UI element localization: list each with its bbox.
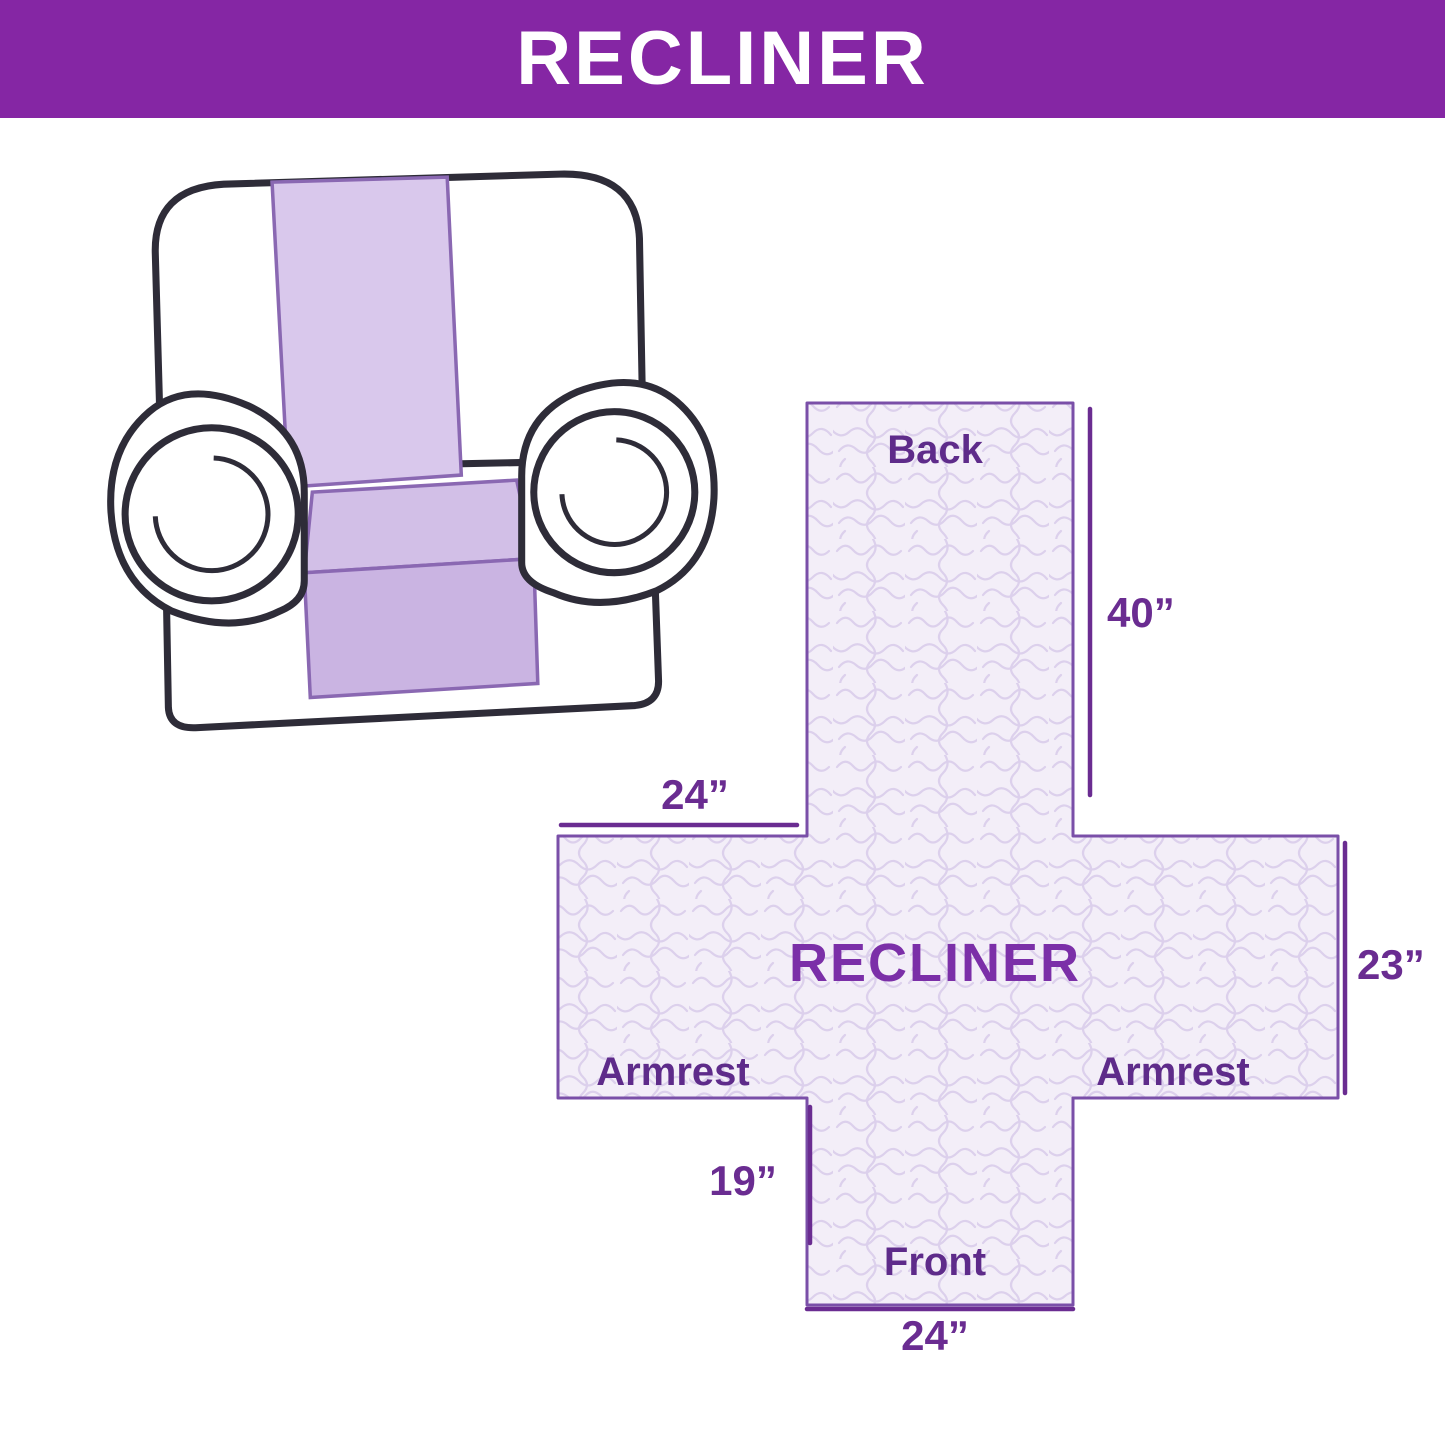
- chair-cover-back-panel: [270, 175, 464, 490]
- chair-left-arm: [107, 390, 308, 627]
- chair-cover-seat: [302, 478, 536, 575]
- recliner-chair-with-cover-icon: [107, 170, 718, 732]
- back-label: Back: [887, 428, 983, 472]
- dimension-lines: [558, 406, 1348, 1312]
- page-title: RECLINER: [516, 16, 929, 101]
- dim-back-height: 40”: [1107, 589, 1175, 636]
- cover-dimension-diagram: Back RECLINER Armrest Armrest Front 40” …: [556, 401, 1425, 1355]
- dim-front-width: 24”: [901, 1312, 969, 1355]
- dim-side-height: 23”: [1357, 941, 1425, 988]
- chair-right-arm: [518, 379, 718, 606]
- armrest-left-label: Armrest: [596, 1050, 749, 1094]
- header-banner: RECLINER: [0, 0, 1445, 118]
- armrest-right-label: Armrest: [1096, 1050, 1249, 1094]
- front-label: Front: [884, 1240, 986, 1284]
- cover-cross-shape: [556, 401, 1340, 1307]
- center-recliner-label: RECLINER: [789, 933, 1081, 993]
- dim-armrest-top-width: 24”: [661, 771, 729, 818]
- dim-front-height: 19”: [709, 1157, 777, 1204]
- chair-cover-front-drape: [302, 556, 540, 700]
